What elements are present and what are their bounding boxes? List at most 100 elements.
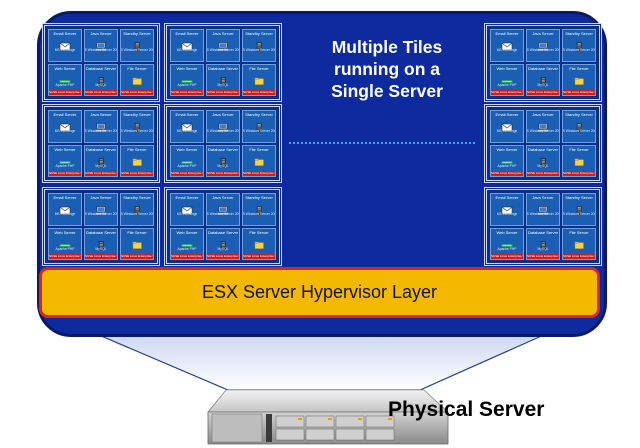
vm-os-bar: SUSE Linux Enterprise Server 10 <box>527 254 559 259</box>
folder-icon <box>131 154 143 166</box>
vm-software: MS Windows Server 2003 <box>206 48 239 52</box>
vm-name: Java Server <box>212 31 234 36</box>
folder-icon <box>573 154 585 166</box>
vm-name: Database Server <box>207 229 238 235</box>
vm-software: MySQL <box>537 163 549 168</box>
server-tower-icon <box>131 38 143 51</box>
envelope-icon <box>181 38 193 51</box>
computer-icon <box>95 38 107 51</box>
vm-name: Database Server <box>527 229 558 235</box>
vm-os-bar: SUSE Linux Enterprise Server 10 <box>85 171 117 176</box>
database-icon <box>95 154 107 167</box>
vm-name: File Server <box>127 146 147 152</box>
web-icon <box>181 237 193 247</box>
vm-os-bar: SUSE Linux Enterprise Server 10 <box>171 171 203 176</box>
vm-software: MySQL <box>95 82 107 87</box>
computer-icon <box>537 38 549 51</box>
vm-software: Apache PHP <box>177 246 197 251</box>
web-icon <box>501 73 513 83</box>
vm-box: Standby Server MS Windows Server 2003 <box>562 110 596 143</box>
computer-icon <box>217 119 229 132</box>
envelope-icon <box>59 119 71 132</box>
database-icon <box>537 237 549 250</box>
computer-icon <box>217 202 229 215</box>
folder-icon <box>253 237 265 249</box>
title-line-2: running on a <box>334 59 440 79</box>
web-icon <box>501 154 513 164</box>
vm-name: Java Server <box>532 195 554 200</box>
vm-name: Java Server <box>212 195 234 200</box>
vm-name: Standby Server <box>565 195 593 200</box>
computer-icon <box>537 202 549 215</box>
vm-os-bar: SUSE Linux Enterprise Server 10 <box>563 254 595 259</box>
vm-os-bar: SUSE Linux Enterprise Server 10 <box>527 171 559 176</box>
vm-name: Standby Server <box>565 112 593 117</box>
folder-icon <box>573 237 585 249</box>
vm-software: MS Exchange <box>54 212 76 216</box>
vm-software: MS Exchange <box>54 48 76 52</box>
physical-server-label: Physical Server <box>388 398 545 421</box>
vm-os-bar: SUSE Linux Enterprise Server 10 <box>207 254 239 259</box>
vm-name: Email Server <box>175 31 199 36</box>
vm-software: MySQL <box>537 246 549 251</box>
vm-box: Java Server MS Windows Server 2003 <box>206 29 240 62</box>
computer-icon <box>95 202 107 215</box>
envelope-icon <box>181 202 193 215</box>
vm-name: Database Server <box>207 65 238 71</box>
web-icon <box>59 237 71 247</box>
server-tower-icon <box>131 202 143 215</box>
vm-os-bar: SUSE Linux Enterprise Server 10 <box>243 254 275 259</box>
web-icon <box>59 73 71 83</box>
folder-icon <box>131 237 143 249</box>
database-icon <box>217 154 229 167</box>
vm-software: MySQL <box>217 82 229 87</box>
vm-name: File Server <box>127 229 147 235</box>
vm-name: File Server <box>569 65 589 71</box>
vm-name: File Server <box>249 146 269 152</box>
vm-software: MySQL <box>217 163 229 168</box>
folder-icon <box>253 154 265 166</box>
vm-name: Standby Server <box>245 195 273 200</box>
vm-os-bar: SUSE Linux Enterprise Server 10 <box>207 90 239 95</box>
vm-name: Email Server <box>495 195 519 200</box>
vm-name: File Server <box>569 146 589 152</box>
vm-software: MS Windows Server 2003 <box>562 129 595 133</box>
vm-software: Apache PHP <box>177 82 197 87</box>
vm-os-bar: SUSE Linux Enterprise Server 10 <box>49 90 81 95</box>
vm-name: Email Server <box>53 112 77 117</box>
folder-icon <box>131 73 143 85</box>
vm-name: Standby Server <box>245 31 273 36</box>
vm-name: Email Server <box>175 195 199 200</box>
vm-software: Apache PHP <box>55 82 75 87</box>
envelope-icon <box>501 202 513 215</box>
hypervisor-label: ESX Server Hypervisor Layer <box>201 282 438 302</box>
folder-icon <box>573 73 585 85</box>
vm-software: Apache PHP <box>497 163 517 168</box>
database-icon <box>95 73 107 86</box>
